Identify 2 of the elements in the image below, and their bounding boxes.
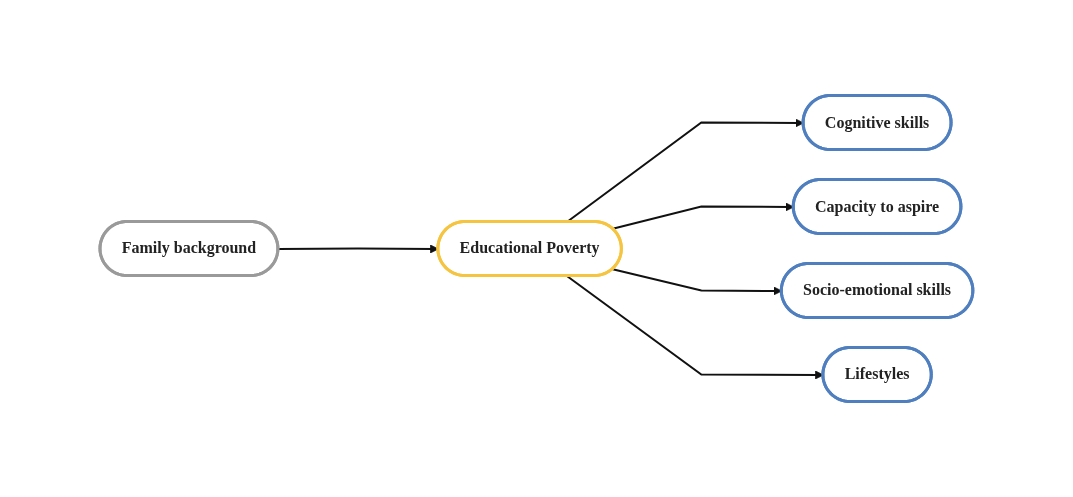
arrow — [566, 275, 824, 380]
arrow — [277, 244, 439, 254]
